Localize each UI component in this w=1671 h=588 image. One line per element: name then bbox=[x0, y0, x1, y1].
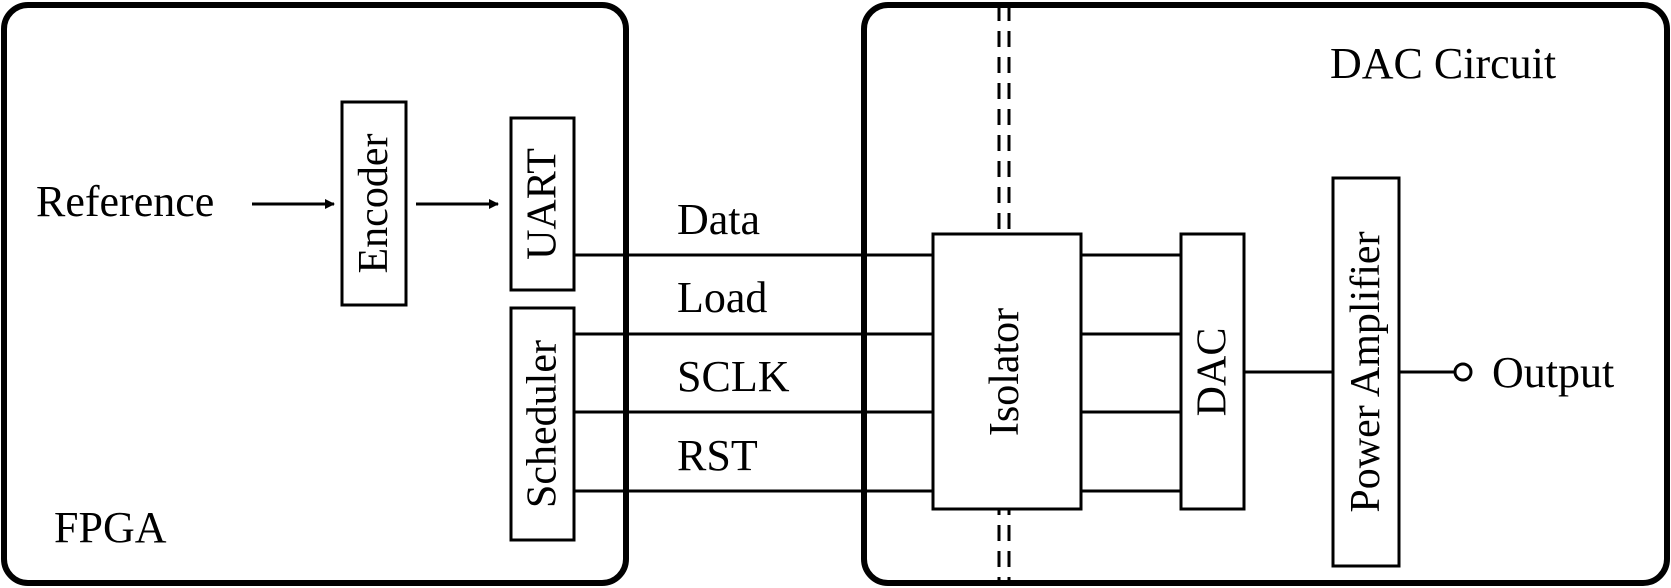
dac-label: DAC bbox=[1190, 328, 1236, 417]
signal-label-data: Data bbox=[677, 195, 760, 244]
signal-label-load: Load bbox=[677, 273, 767, 322]
encoder-block bbox=[340, 100, 408, 307]
dac-circuit-label: DAC Circuit bbox=[1330, 39, 1556, 88]
output-terminal bbox=[1453, 362, 1473, 382]
output-label: Output bbox=[1492, 348, 1614, 397]
scheduler-label: Scheduler bbox=[520, 340, 566, 508]
dac-circuit-container bbox=[861, 2, 1670, 586]
uart-label: UART bbox=[520, 148, 566, 260]
signal-label-sclk: SCLK bbox=[677, 352, 790, 401]
isolator-label: Isolator bbox=[982, 308, 1028, 436]
input-label: Reference bbox=[36, 177, 214, 226]
power-amplifier-label: Power Amplifier bbox=[1343, 231, 1389, 512]
scheduler-block bbox=[509, 306, 576, 542]
isolator-block bbox=[931, 232, 1083, 511]
signal-label-rst: RST bbox=[677, 431, 758, 480]
encoder-label: Encoder bbox=[351, 134, 397, 274]
fpga-label: FPGA bbox=[54, 503, 167, 552]
fpga-container bbox=[1, 2, 629, 586]
power-amplifier-block bbox=[1331, 176, 1401, 568]
uart-block bbox=[509, 116, 576, 292]
